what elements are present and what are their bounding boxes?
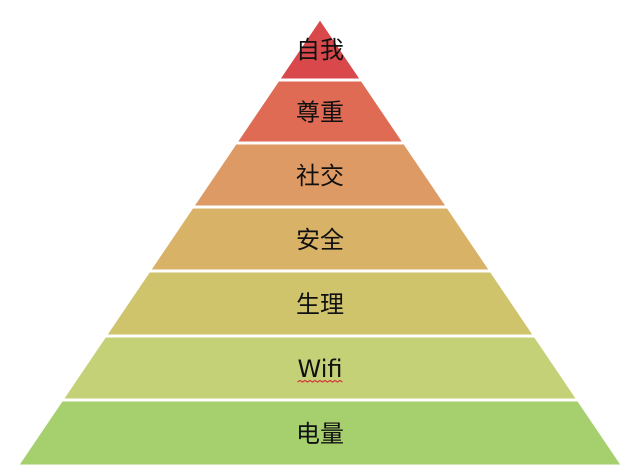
- pyramid-tier-battery: [14, 398, 626, 468]
- tier-label-social: 社交: [296, 162, 344, 190]
- tier-label-battery: 电量: [296, 420, 344, 448]
- pyramid-labels: 自我 尊重 社交 安全 生理 Wifi 电量: [296, 36, 344, 448]
- pyramid-tiers: [14, 15, 626, 468]
- spellcheck-underline: [297, 379, 343, 383]
- tier-label-physiological: 生理: [296, 291, 344, 319]
- tier-label-self: 自我: [296, 36, 344, 64]
- tier-label-wifi: Wifi: [298, 355, 343, 383]
- tier-label-esteem: 尊重: [296, 99, 344, 127]
- tier-label-safety: 安全: [296, 226, 344, 254]
